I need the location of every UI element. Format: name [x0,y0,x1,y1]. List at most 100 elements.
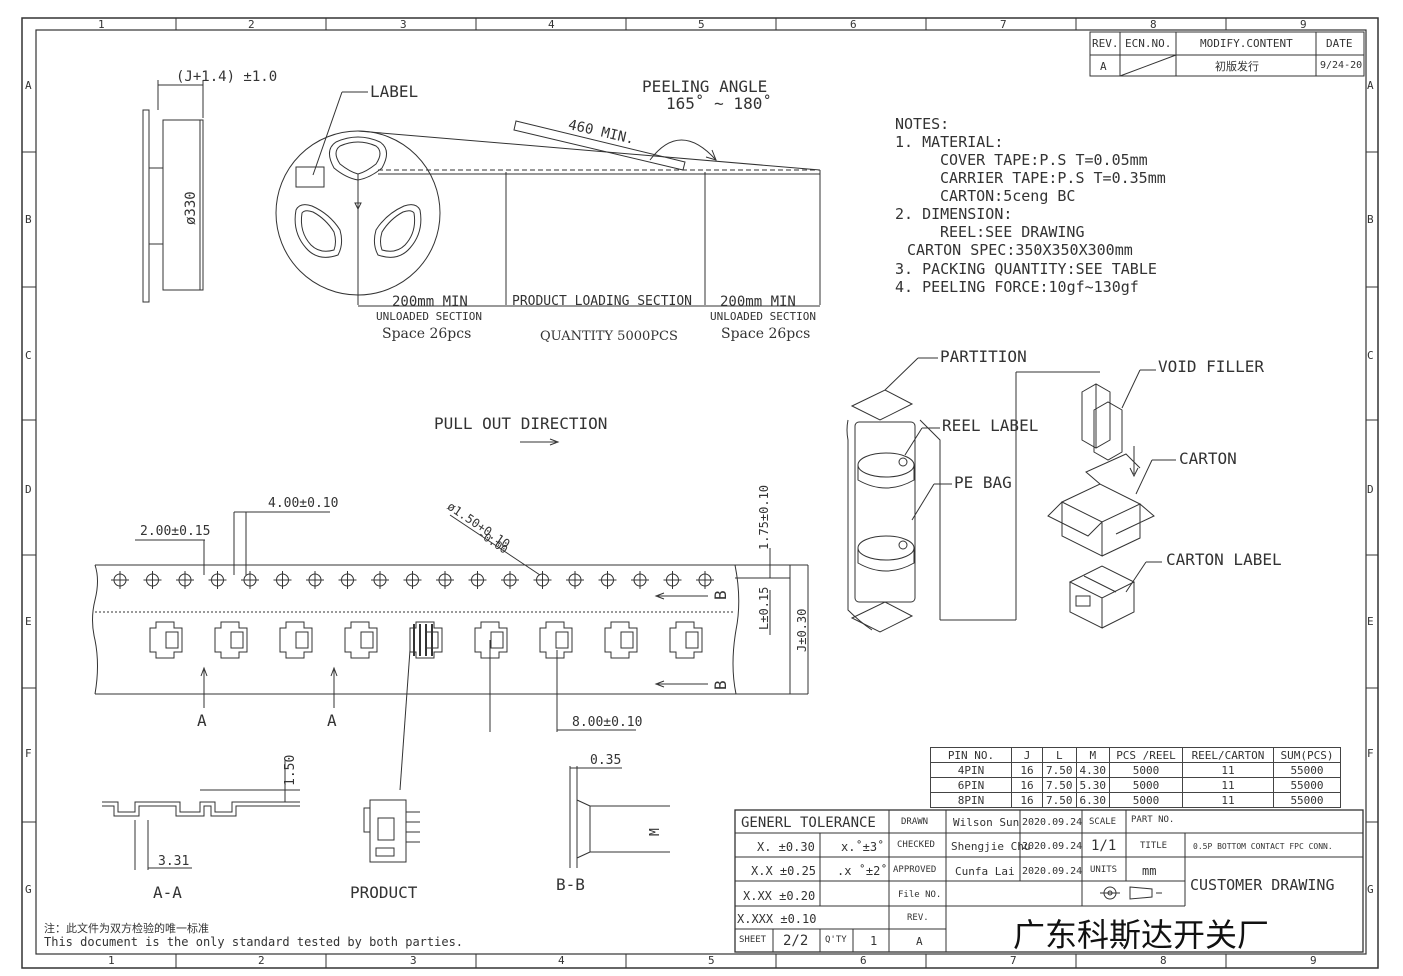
grid-col-6: 6 [850,18,857,31]
section3-name: UNLOADED SECTION [710,310,816,323]
spec-cell: 6.30 [1075,792,1110,808]
spec-col-pin: PIN NO. [930,747,1012,763]
spec-cell: 55000 [1273,777,1341,793]
units-label: UNITS [1090,865,1118,875]
reel-label-label: REEL LABEL [942,416,1039,435]
peeling-angle-range: 165˚ ~ 180˚ [666,94,772,113]
rev-label: REV. [907,913,929,923]
spec-cell: 7.50 [1042,792,1077,808]
tape-pocket [604,621,638,659]
reel-width-dim: (J+1.4) ±1.0 [176,69,278,85]
dim-edge: 1.75±0.10 [757,484,771,550]
spec-cell: 16 [1011,762,1043,778]
drawn-label: DRAWN [901,817,929,827]
spec-table-header: PIN NO. J L M PCS /REEL REEL/CARTON SUM(… [930,747,1341,763]
dim-pitch-small: 2.00±0.15 [140,524,211,539]
grid-col-4: 4 [548,18,555,31]
aa-width: 3.31 [158,854,190,869]
grid-row-e: E [25,615,32,628]
file-no-label: File NO. [898,890,942,900]
spec-col-j: J [1011,747,1043,763]
scale-label: SCALE [1089,817,1117,827]
section-a-mark-1: A [197,711,207,730]
carton-label-callout: CARTON LABEL [1166,550,1282,569]
product-label: PRODUCT [350,883,418,902]
spec-cell: 7.50 [1042,777,1077,793]
checked-by: Shengjie Chu [951,840,1031,853]
section3-space: Space 26pcs [721,326,811,342]
note-line-7: CARTON SPEC:350X350X300mm [907,241,1133,259]
spec-cell: 6PIN [930,777,1012,793]
title-label: TITLE [1140,841,1168,851]
drawn-date: 2020.09.24 [1022,817,1083,828]
tape-pocket [279,621,313,659]
spec-cell: 5000 [1109,792,1183,808]
grid-col-7-bottom: 7 [1010,954,1017,967]
spec-col-l: L [1042,747,1077,763]
grid-col-3-bottom: 3 [410,954,417,967]
note-line-1: 1. MATERIAL: [895,133,1004,151]
grid-row-d: D [25,483,32,496]
grid-col-8-bottom: 8 [1160,954,1167,967]
spec-cell: 55000 [1273,762,1341,778]
note-line-6: REEL:SEE DRAWING [940,223,1085,241]
spec-col-m: M [1075,747,1110,763]
grid-col-5-bottom: 5 [708,954,715,967]
tol-x: X. ±0.30 [757,840,815,854]
grid-row-d-right: D [1367,483,1374,496]
pull-direction: PULL OUT DIRECTION [434,414,608,433]
spec-table: PIN NO. J L M PCS /REEL REEL/CARTON SUM(… [930,747,1341,808]
drawing-type: CUSTOMER DRAWING [1190,876,1335,894]
note-line-9: 4. PEELING FORCE:10gf~130gf [895,278,1139,296]
spec-cell: 8PIN [930,792,1012,808]
grid-col-9-bottom: 9 [1310,954,1317,967]
grid-row-a: A [25,79,32,92]
bb-thickness: 0.35 [590,753,622,768]
grid-row-f: F [25,747,32,760]
reel-diameter: ø330 [183,191,199,225]
footer-en-note: This document is the only standard teste… [44,935,464,949]
spec-cell: 11 [1182,792,1274,808]
tol-xxxx: X.XXX ±0.10 [737,912,817,926]
grid-col-4-bottom: 4 [558,954,565,967]
note-line-2: COVER TAPE:P.S T=0.05mm [940,151,1148,169]
grid-row-f-right: F [1367,747,1374,760]
approved-date: 2020.09.24 [1022,866,1083,877]
section3-length: 200mm MIN [720,294,796,310]
spec-cell: 11 [1182,762,1274,778]
grid-col-3: 3 [400,18,407,31]
grid-col-8: 8 [1150,18,1157,31]
note-line-8: 3. PACKING QUANTITY:SEE TABLE [895,260,1157,278]
spec-col-reel-carton: REEL/CARTON [1182,747,1274,763]
qty-value: 1 [870,934,878,948]
footer-cn-note: 注：此文件为双方检验的唯一标准 [44,922,209,935]
note-line-3: CARRIER TAPE:P.S T=0.35mm [940,169,1166,187]
units-value: mm [1142,864,1157,878]
aa-depth: 1.50 [283,754,298,786]
title-value: 0.5P BOTTOM CONTACT FPC CONN. [1193,842,1333,851]
grid-row-e-right: E [1367,615,1374,628]
dim-hole-pitch: 4.00±0.10 [268,496,339,511]
modify-content: 初版发行 [1215,60,1259,73]
grid-row-c-right: C [1367,349,1374,362]
carton-label-text: CARTON [1179,449,1237,468]
checked-label: CHECKED [897,840,935,850]
tol-xxx: X.XX ±0.20 [743,889,816,903]
grid-row-c: C [25,349,32,362]
sheet-value: 2/2 [783,933,809,949]
tol-angle-1: x.˚±3˚ [841,840,885,854]
aa-label: A-A [153,883,182,902]
grid-col-6-bottom: 6 [860,954,867,967]
spec-col-sum: SUM(PCS) [1273,747,1341,763]
grid-col-2-bottom: 2 [258,954,265,967]
spec-cell: 16 [1011,777,1043,793]
spec-cell: 55000 [1273,792,1341,808]
approved-label: APPROVED [893,865,937,875]
spec-cell: 7.50 [1042,762,1077,778]
section-a-mark-2: A [327,711,337,730]
section2-name: PRODUCT LOADING SECTION [512,294,693,309]
qty-label: Q'TY [825,935,847,945]
void-filler-label: VOID FILLER [1158,357,1264,376]
spec-cell: 5000 [1109,777,1183,793]
